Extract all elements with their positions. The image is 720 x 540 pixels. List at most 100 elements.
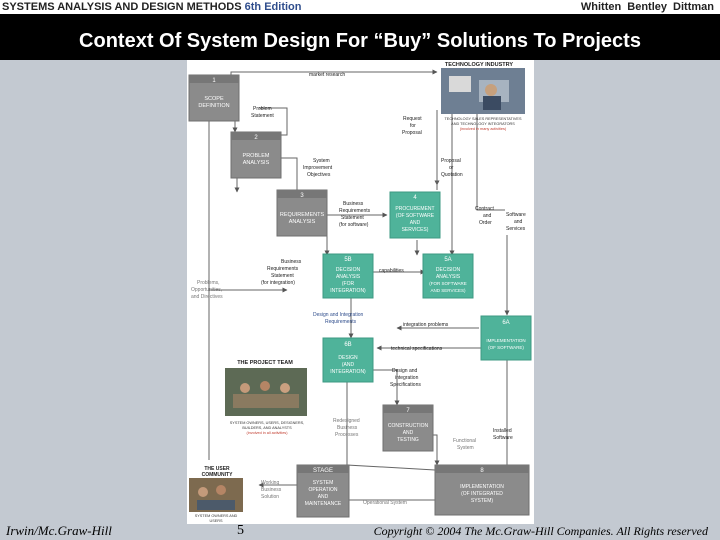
team-heading: THE PROJECT TEAM — [237, 360, 293, 366]
label-operational: Operational System — [363, 500, 407, 506]
box-req-line: ANALYSIS — [289, 219, 316, 225]
label-contract: Order — [479, 220, 492, 226]
slide-title: Context Of System Design For “Buy” Solut… — [79, 30, 641, 52]
box-scope-line: DEFINITION — [198, 103, 229, 109]
label-bizreq-integration: Statement — [271, 273, 294, 279]
box-stage-num: STAGE — [313, 468, 333, 474]
diagram-panel: 1 SCOPE DEFINITION 2 PROBLEM ANALYSIS 3 … — [187, 60, 534, 524]
box-des6b-line: INTEGRATION) — [330, 369, 366, 375]
label-design-int-req: Design and Integration — [313, 312, 364, 318]
box-d5a-line: DECISION — [436, 267, 461, 273]
box-procure-line: SERVICES) — [402, 227, 429, 233]
box-impl6a-num: 6A — [502, 320, 509, 326]
box-stage-line: OPERATION — [308, 487, 337, 493]
title-bar — [0, 14, 720, 60]
team-caption: BUILDERS, AND ANALYSTS — [242, 426, 292, 430]
community-heading: THE USER — [204, 466, 230, 472]
label-market-research: market research — [309, 72, 345, 78]
label-functional: System — [457, 445, 474, 451]
box-impl8-num: 8 — [480, 468, 484, 474]
label-request: for — [410, 123, 416, 129]
label-installed: Installed — [493, 428, 512, 434]
label-proposal: or — [449, 165, 454, 171]
box-impl8-line: (OF INTEGRATED — [461, 491, 503, 497]
label-problems: Problems, — [197, 280, 220, 286]
connector-lines — [208, 69, 510, 503]
label-software-services: Software — [506, 212, 526, 218]
box-build-line: CONSTRUCTION — [388, 423, 429, 429]
label-proposal: Proposal — [441, 158, 461, 164]
label-bizreq-integration: Business — [281, 259, 302, 265]
footer-publisher: Irwin/Mc.Graw-Hill — [6, 523, 112, 538]
box-procure-num: 4 — [413, 195, 417, 201]
box-des6b-num: 6B — [344, 342, 351, 348]
label-bizreq-software: Business — [343, 201, 364, 207]
box-req-num: 3 — [300, 193, 304, 199]
box-decision-software: 5A DECISION ANALYSIS (FOR SOFTWARE AND S… — [422, 253, 474, 299]
label-bizreq-software: Statement — [341, 215, 364, 221]
box-procurement: 4 PROCUREMENT (OF SOFTWARE AND SERVICES) — [389, 191, 441, 239]
box-impl8-line: IMPLEMENTATION — [460, 484, 504, 490]
label-integration-problems: integration problems — [403, 322, 449, 328]
box-problem-line: ANALYSIS — [243, 160, 270, 166]
box-impl6a-line: IMPLEMENTATION — [486, 338, 525, 343]
box-construction-testing: 7 CONSTRUCTION AND TESTING — [382, 404, 434, 452]
label-bizreq-integration: (for integration) — [261, 280, 295, 286]
box-d5b-line: (FOR — [342, 281, 355, 287]
label-problems: Opportunities, — [191, 287, 222, 293]
box-build-line: TESTING — [397, 437, 419, 443]
label-request: Proposal — [402, 130, 422, 136]
label-working: Solution — [261, 494, 279, 500]
label-redesigned: Redesigned — [333, 418, 360, 424]
technology-industry: TECHNOLOGY INDUSTRY TECHNOLOGY SALES REP… — [441, 62, 525, 131]
footer-page-number: 5 — [237, 523, 244, 538]
tech-caption: TECHNOLOGY SALES REPRESENTATIVES — [444, 117, 521, 121]
tech-note: (involved in many activities) — [460, 127, 507, 131]
label-technical-specs: technical specifications — [391, 346, 443, 352]
label-problems: and Directives — [191, 294, 223, 300]
box-design-integration: 6B DESIGN (AND INTEGRATION) — [322, 337, 374, 383]
book-title: SYSTEMS ANALYSIS AND DESIGN METHODS 6th … — [2, 0, 301, 14]
box-d5b-line: INTEGRATION) — [330, 288, 366, 294]
team-note: (involved in all activities) — [247, 431, 289, 435]
box-impl6a-line: (OF SOFTWARE) — [488, 345, 524, 350]
flow-labels: market research Problem Statement Reques… — [191, 72, 526, 506]
label-improvement: System — [313, 158, 330, 164]
community-caption: USERS — [209, 519, 223, 523]
box-decision-integration: 5B DECISION ANALYSIS (FOR INTEGRATION) — [322, 253, 374, 299]
team-photo — [225, 368, 307, 416]
box-scope-num: 1 — [212, 78, 216, 84]
box-problem-line: PROBLEM — [243, 153, 270, 159]
label-bizreq-software: (for software) — [339, 222, 369, 228]
box-implementation-software: 6A IMPLEMENTATION (OF SOFTWARE) — [480, 315, 532, 361]
box-req-line: REQUIREMENTS — [280, 212, 325, 218]
tech-caption: AND TECHNOLOGY INTEGRATORS — [451, 122, 515, 126]
label-improvement: Improvement — [303, 165, 333, 171]
box-scope-definition: 1 SCOPE DEFINITION — [188, 74, 240, 122]
box-stage-operation: STAGE SYSTEM OPERATION AND MAINTENANCE — [296, 464, 350, 518]
box-d5a-line: (FOR SOFTWARE — [429, 281, 467, 286]
box-impl8-line: SYSTEM) — [471, 498, 494, 504]
box-d5a-line: ANALYSIS — [436, 274, 461, 280]
label-design-int-spec: Specifications — [390, 382, 421, 388]
label-problem-statement: Problem — [253, 106, 272, 112]
box-procure-line: (OF SOFTWARE — [396, 213, 435, 219]
box-build-num: 7 — [406, 408, 410, 414]
top-bar: SYSTEMS ANALYSIS AND DESIGN METHODS 6th … — [0, 0, 720, 14]
label-working: Working — [261, 480, 279, 486]
label-functional: Functional — [453, 438, 476, 444]
footer-copyright: Copyright © 2004 The Mc.Graw-Hill Compan… — [373, 524, 708, 538]
box-procure-line: AND — [410, 220, 421, 226]
box-scope-line: SCOPE — [204, 96, 224, 102]
label-contract: Contract — [475, 206, 495, 212]
team-caption: SYSTEM OWNERS, USERS, DESIGNERS, — [230, 421, 304, 425]
label-software-services: and — [514, 219, 523, 225]
label-bizreq-integration: Requirements — [267, 266, 299, 272]
label-design-int-req: Requirements — [325, 319, 357, 325]
box-problem-analysis: 2 PROBLEM ANALYSIS — [230, 131, 282, 179]
box-build-line: AND — [403, 430, 414, 436]
project-team: THE PROJECT TEAM SYSTEM OWNERS, USERS, D… — [225, 360, 307, 435]
box-problem-num: 2 — [254, 135, 258, 141]
box-procure-line: PROCUREMENT — [395, 206, 434, 212]
label-working: Business — [261, 487, 282, 493]
